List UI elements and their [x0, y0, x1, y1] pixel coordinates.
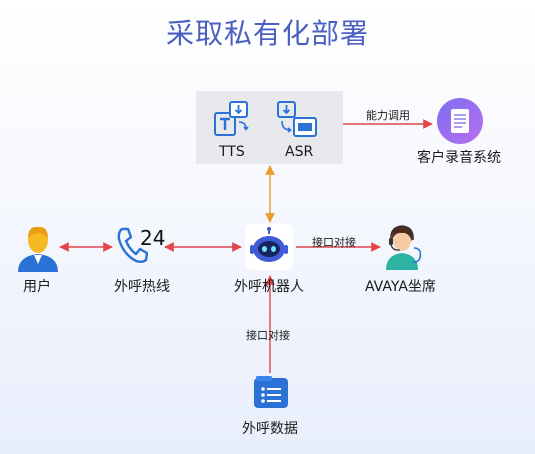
user-icon [16, 224, 60, 272]
page-title: 采取私有化部署 [165, 17, 369, 50]
edge-label-interface-data: 接口对接 [246, 329, 290, 342]
edge-label-interface-avaya: 接口对接 [312, 236, 356, 249]
user-label: 用户 [23, 279, 51, 295]
robot-label: 外呼机器人 [234, 279, 304, 295]
recording-system-icon [436, 97, 484, 145]
tts-icon [213, 100, 251, 138]
robot-icon [245, 224, 293, 270]
recording-system-label: 客户录音系统 [417, 150, 501, 166]
data-label: 外呼数据 [242, 421, 298, 437]
asr-icon [276, 100, 318, 138]
speech-services-box [196, 91, 343, 164]
asr-label: ASR [285, 144, 314, 160]
database-list-icon [254, 376, 288, 408]
avaya-label: AVAYA坐席 [365, 279, 436, 295]
tts-label: TTS [219, 144, 245, 160]
agent-headset-icon [382, 222, 424, 270]
hotline-badge: 24 [140, 226, 166, 250]
phone-icon [116, 226, 149, 264]
hotline-label: 外呼热线 [114, 279, 170, 295]
edge-label-capability-call: 能力调用 [366, 109, 410, 122]
